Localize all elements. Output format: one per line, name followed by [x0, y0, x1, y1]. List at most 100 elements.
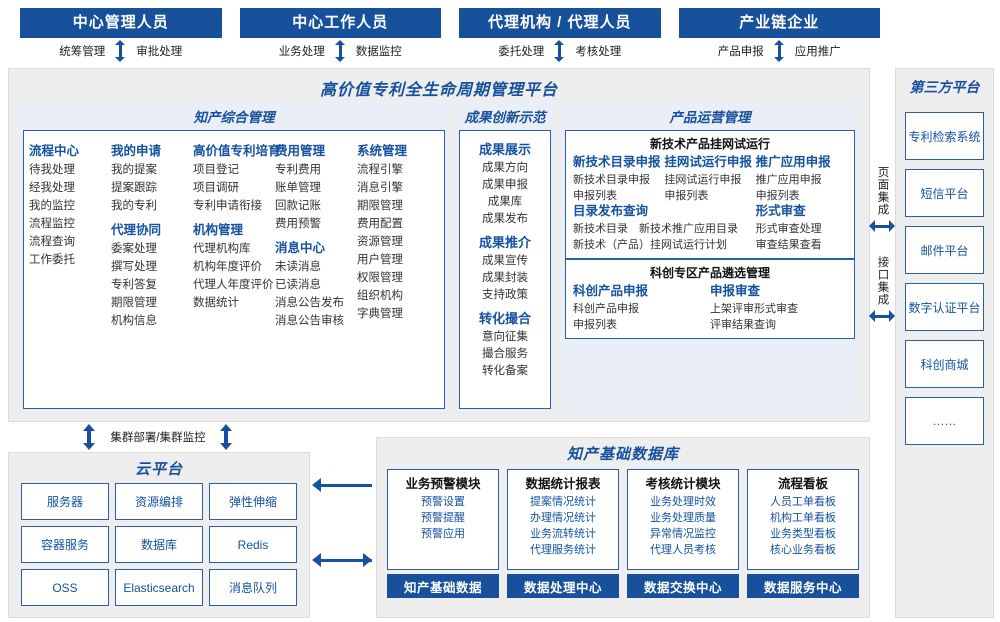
menu-item-回款记账[interactable]: 回款记账: [275, 200, 321, 212]
product-head-科创产品申报[interactable]: 科创产品申报: [573, 284, 649, 298]
menu-item-用户管理[interactable]: 用户管理: [357, 254, 403, 266]
menu-item-专利答复[interactable]: 专利答复: [111, 279, 157, 291]
product-item-申报列表[interactable]: 申报列表: [755, 190, 800, 202]
menu-item-期限管理[interactable]: 期限管理: [357, 200, 403, 212]
database-item-代理服务统计[interactable]: 代理服务统计: [530, 544, 596, 556]
product-item-申报列表[interactable]: 申报列表: [573, 319, 617, 331]
cloud-cell-数据库[interactable]: 数据库: [115, 526, 203, 563]
third-party-item-邮件平台[interactable]: 邮件平台: [905, 226, 984, 274]
menu-item-数据统计[interactable]: 数据统计: [193, 297, 239, 309]
menu-item-费用预警[interactable]: 费用预警: [275, 218, 321, 230]
achievement-item-成果库[interactable]: 成果库: [487, 196, 523, 208]
menu-head-机构管理[interactable]: 机构管理: [193, 223, 244, 237]
menu-item-工作委托[interactable]: 工作委托: [29, 254, 75, 266]
menu-item-资源管理[interactable]: 资源管理: [357, 236, 403, 248]
menu-item-我的监控[interactable]: 我的监控: [29, 200, 75, 212]
menu-head-费用管理[interactable]: 费用管理: [275, 144, 326, 158]
database-item-业务处理时效[interactable]: 业务处理时效: [650, 496, 716, 508]
third-party-item-专利检索系统[interactable]: 专利检索系统: [905, 112, 984, 160]
menu-item-代理机构库[interactable]: 代理机构库: [193, 243, 251, 255]
product-item-挂网试运行申报[interactable]: 挂网试运行申报: [664, 174, 742, 186]
cloud-cell-Elasticsearch[interactable]: Elasticsearch: [115, 569, 203, 606]
database-item-业务类型看板[interactable]: 业务类型看板: [770, 528, 836, 540]
product-head-推广应用申报[interactable]: 推广应用申报: [755, 155, 831, 169]
database-item-代理人员考核[interactable]: 代理人员考核: [650, 544, 716, 556]
achievement-head-转化撮合[interactable]: 转化撮合: [478, 311, 531, 326]
product-head-新技术目录申报[interactable]: 新技术目录申报: [573, 155, 661, 169]
menu-item-我的提案[interactable]: 我的提案: [111, 164, 157, 176]
achievement-item-转化备案[interactable]: 转化备案: [482, 365, 528, 377]
menu-item-专利费用[interactable]: 专利费用: [275, 164, 321, 176]
achievement-head-成果展示[interactable]: 成果展示: [478, 142, 531, 157]
achievement-item-成果方向[interactable]: 成果方向: [482, 162, 528, 174]
database-item-异常情况监控[interactable]: 异常情况监控: [650, 528, 716, 540]
cloud-cell-弹性伸缩[interactable]: 弹性伸缩: [209, 483, 297, 520]
menu-item-项目调研[interactable]: 项目调研: [193, 182, 239, 194]
cloud-cell-服务器[interactable]: 服务器: [21, 483, 109, 520]
product-item-科创产品申报[interactable]: 科创产品申报: [573, 303, 639, 315]
menu-item-已读消息[interactable]: 已读消息: [275, 279, 321, 291]
actor-title-agency[interactable]: 代理机构 / 代理人员: [459, 8, 661, 38]
third-party-item-……[interactable]: ……: [905, 397, 984, 445]
menu-head-高价值专利培育[interactable]: 高价值专利培育: [193, 144, 281, 158]
product-head-目录发布查询[interactable]: 目录发布查询: [573, 204, 649, 218]
database-item-办理情况统计[interactable]: 办理情况统计: [530, 512, 596, 524]
database-item-预警提醒[interactable]: 预警提醒: [421, 512, 465, 524]
menu-item-待我处理[interactable]: 待我处理: [29, 164, 75, 176]
achievement-item-成果封装[interactable]: 成果封装: [482, 272, 528, 284]
product-item-审查结果查看[interactable]: 审查结果查看: [755, 239, 822, 251]
menu-head-消息中心[interactable]: 消息中心: [275, 241, 326, 255]
achievement-item-成果宣传[interactable]: 成果宣传: [482, 255, 528, 267]
achievement-item-支持政策[interactable]: 支持政策: [482, 289, 528, 301]
actor-title-industry-enterprise[interactable]: 产业链企业: [678, 8, 880, 38]
menu-item-经我处理[interactable]: 经我处理: [29, 182, 75, 194]
database-item-提案情况统计[interactable]: 提案情况统计: [530, 496, 596, 508]
menu-item-提案跟踪[interactable]: 提案跟踪: [111, 182, 157, 194]
menu-item-消息引擎[interactable]: 消息引擎: [357, 182, 403, 194]
menu-item-消息公告审核[interactable]: 消息公告审核: [275, 315, 344, 327]
actor-title-center-staff[interactable]: 中心工作人员: [239, 8, 441, 38]
menu-item-流程查询[interactable]: 流程查询: [29, 236, 75, 248]
menu-item-期限管理[interactable]: 期限管理: [111, 297, 157, 309]
cloud-cell-Redis[interactable]: Redis: [209, 526, 297, 563]
database-footer-数据处理中心[interactable]: 数据处理中心: [507, 574, 619, 598]
menu-item-机构年度评价[interactable]: 机构年度评价: [193, 261, 262, 273]
third-party-item-科创商城[interactable]: 科创商城: [905, 340, 984, 388]
product-item-上架评审形式审查[interactable]: 上架评审形式审查: [710, 303, 798, 315]
cloud-cell-OSS[interactable]: OSS: [21, 569, 109, 606]
menu-item-费用配置[interactable]: 费用配置: [357, 218, 403, 230]
product-item-评审结果查询[interactable]: 评审结果查询: [710, 319, 776, 331]
achievement-item-成果申报[interactable]: 成果申报: [482, 179, 528, 191]
database-item-预警设置[interactable]: 预警设置: [421, 496, 465, 508]
menu-item-专利申请衔接[interactable]: 专利申请衔接: [193, 200, 262, 212]
product-item-新技术目录 新技术推广应用目录[interactable]: 新技术目录 新技术推广应用目录: [573, 223, 738, 235]
menu-item-我的专利[interactable]: 我的专利: [111, 200, 157, 212]
product-item-新技术（产品）挂网试运行计划[interactable]: 新技术（产品）挂网试运行计划: [573, 239, 727, 251]
actor-title-center-admin[interactable]: 中心管理人员: [20, 8, 222, 38]
menu-item-消息公告发布[interactable]: 消息公告发布: [275, 297, 344, 309]
database-item-核心业务看板[interactable]: 核心业务看板: [770, 544, 836, 556]
product-head-申报审查[interactable]: 申报审查: [710, 284, 761, 298]
product-item-新技术目录申报[interactable]: 新技术目录申报: [573, 174, 650, 186]
achievement-item-撮合服务[interactable]: 撮合服务: [482, 348, 528, 360]
third-party-item-短信平台[interactable]: 短信平台: [905, 169, 984, 217]
menu-item-委案处理[interactable]: 委案处理: [111, 243, 157, 255]
menu-item-项目登记[interactable]: 项目登记: [193, 164, 239, 176]
product-item-形式审查处理[interactable]: 形式审查处理: [755, 223, 822, 235]
menu-item-代理人年度评价[interactable]: 代理人年度评价: [193, 279, 274, 291]
menu-head-系统管理[interactable]: 系统管理: [357, 144, 408, 158]
cloud-cell-消息队列[interactable]: 消息队列: [209, 569, 297, 606]
menu-item-权限管理[interactable]: 权限管理: [357, 272, 403, 284]
database-item-业务处理质量[interactable]: 业务处理质量: [650, 512, 716, 524]
database-item-机构工单看板[interactable]: 机构工单看板: [770, 512, 836, 524]
achievement-item-意向征集[interactable]: 意向征集: [482, 331, 528, 343]
menu-item-机构信息[interactable]: 机构信息: [111, 315, 157, 327]
product-head-挂网试运行申报[interactable]: 挂网试运行申报: [664, 155, 752, 169]
menu-item-组织机构[interactable]: 组织机构: [357, 290, 403, 302]
database-item-人员工单看板[interactable]: 人员工单看板: [770, 496, 836, 508]
menu-head-代理协同[interactable]: 代理协同: [111, 223, 162, 237]
database-footer-数据交换中心[interactable]: 数据交换中心: [627, 574, 739, 598]
menu-item-未读消息[interactable]: 未读消息: [275, 261, 321, 273]
database-item-业务流转统计[interactable]: 业务流转统计: [530, 528, 596, 540]
cloud-cell-资源编排[interactable]: 资源编排: [115, 483, 203, 520]
